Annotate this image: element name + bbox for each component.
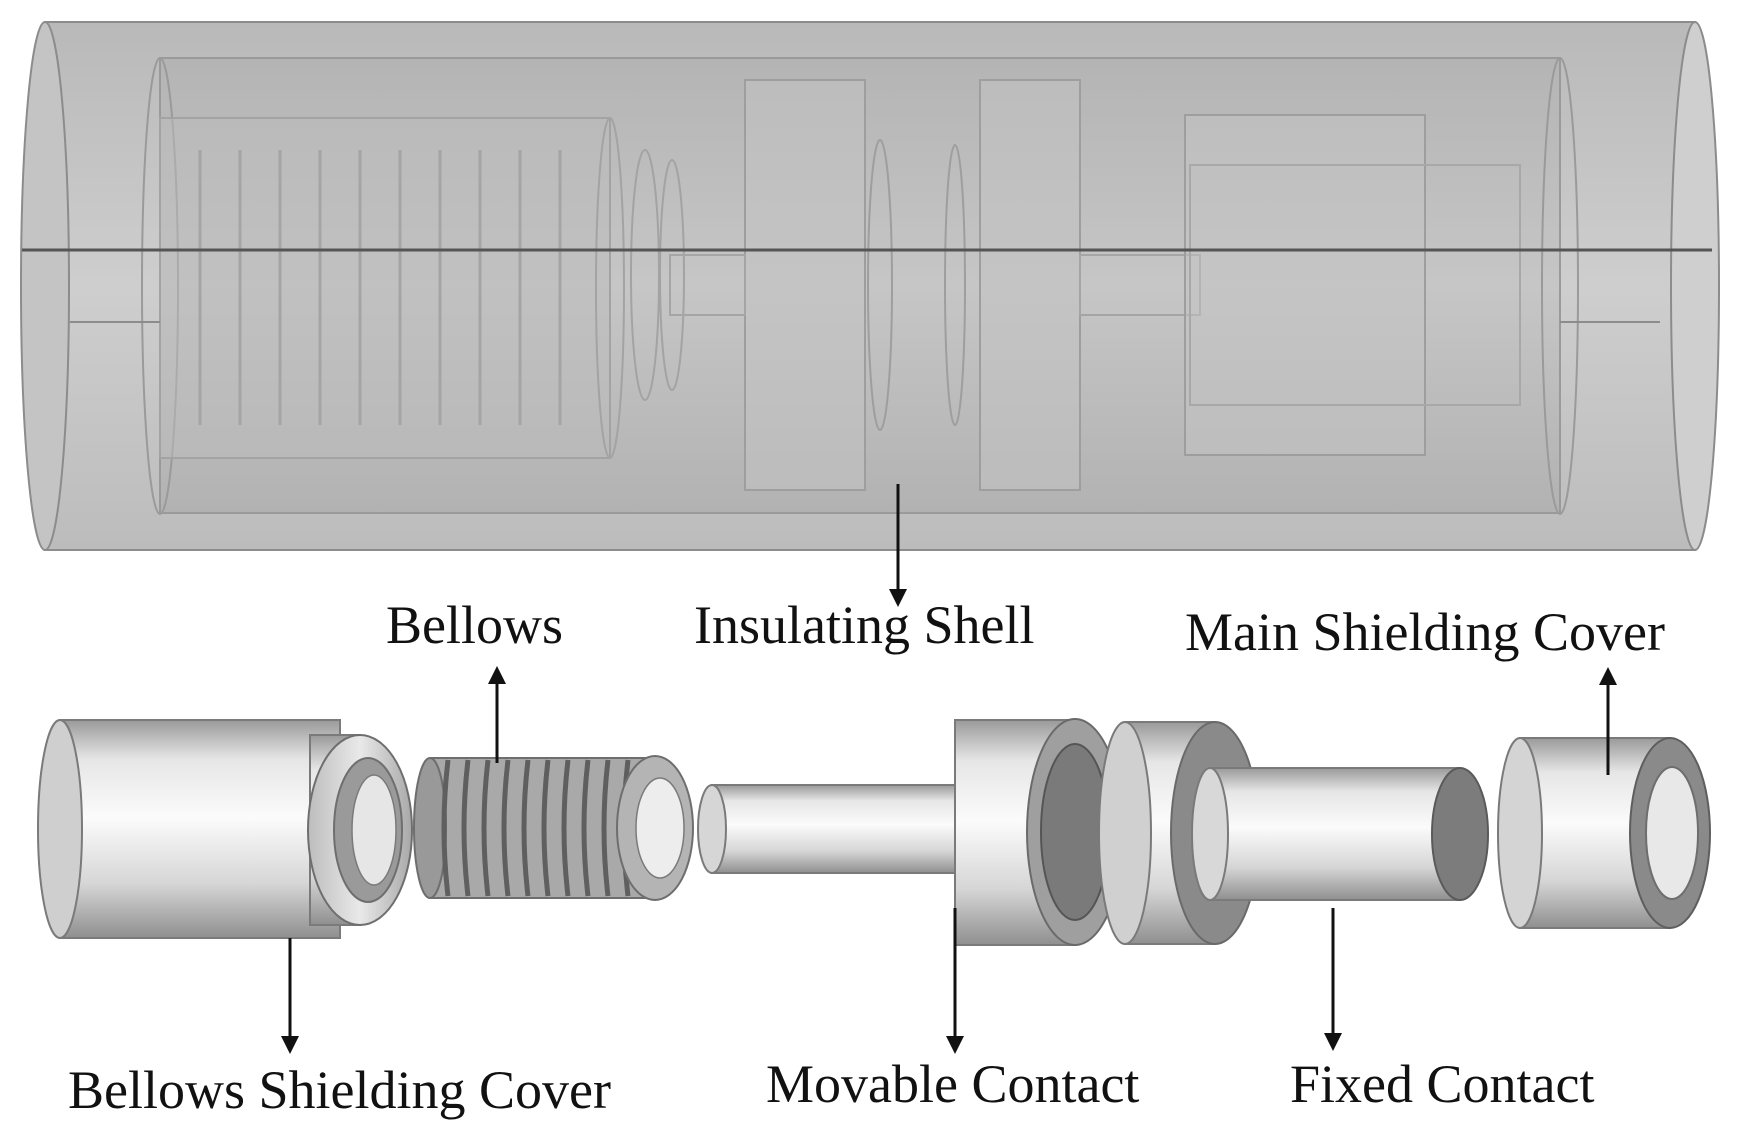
ghost-movable-contact <box>744 79 866 491</box>
label-fixed-contact: Fixed Contact <box>1290 1054 1594 1114</box>
label-bellows-shielding-cover: Bellows Shielding Cover <box>68 1060 611 1120</box>
label-main-shielding-cover: Main Shielding Cover <box>1185 602 1665 662</box>
ghost-ring <box>944 144 966 426</box>
ghost-bellows <box>198 150 562 425</box>
ghost-bellows-shield <box>159 117 611 459</box>
insulating-shell-assembly <box>20 21 1720 551</box>
ghost-stem <box>669 254 746 316</box>
ghost-main-shield <box>1184 114 1426 456</box>
inner-shield-right-end <box>1541 57 1579 515</box>
ghost-fixed-contact <box>979 79 1081 491</box>
main-shielding-cover-part <box>1497 737 1711 929</box>
ghost-inner <box>1189 164 1521 406</box>
label-bellows: Bellows <box>386 595 563 655</box>
label-movable-contact: Movable Contact <box>766 1054 1139 1114</box>
ghost-bellows-shield-end <box>595 117 625 459</box>
fixed-contact-part <box>1098 721 1489 945</box>
label-insulating-shell: Insulating Shell <box>694 595 1034 655</box>
insulating-shell-left-end <box>20 21 70 551</box>
bellows-shielding-cover-part <box>37 719 413 939</box>
insulating-shell-right-end <box>1670 21 1720 551</box>
ghost-ring <box>867 139 893 431</box>
bellows-part <box>413 755 694 901</box>
movable-contact-part <box>697 718 1124 946</box>
leader-arrows <box>281 484 1617 1054</box>
ghost-ring <box>659 159 685 391</box>
